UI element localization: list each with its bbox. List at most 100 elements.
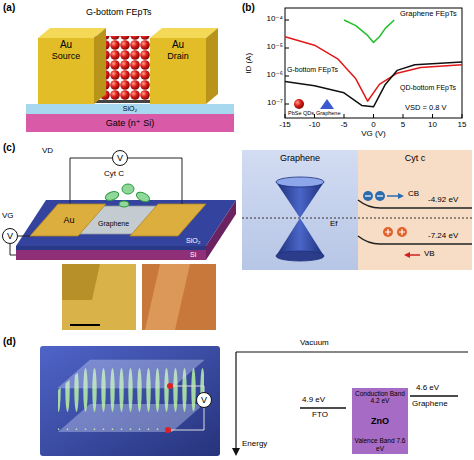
qd-bottom-curve [285,62,462,107]
device-board [16,250,206,260]
graphene-band-panel: Graphene [242,150,358,270]
drain-electrode-text: Au [172,39,184,51]
text-label: Graphene FEpTs [400,10,457,18]
drain-electrode: AuDrain [150,26,220,104]
text-label: 15 [458,121,467,130]
electrode-block [38,38,94,104]
device-board [10,158,236,260]
nanorod-device [170,386,204,392]
energy-levels [232,448,240,456]
transfer-chart [432,114,433,118]
text-label: 10⁻⁵ [267,43,283,52]
cytochrome-protein [104,184,151,207]
dirac-cone [276,218,324,256]
transfer-chart [285,8,462,118]
source-electrode-text: Au [60,39,72,51]
band-diagram [358,218,472,219]
transfer-chart [462,114,463,118]
transfer-chart [285,104,289,105]
cytc-band-panel: Cyt c [358,150,472,270]
circuit-wire [18,236,30,237]
energy-levels [232,352,468,456]
text-label: Cyt C [104,170,124,179]
nanorod-device [167,383,173,389]
energy-levels [300,407,346,409]
micrograph [62,264,136,330]
graphene-curve [344,20,394,42]
text-label: VG (V) [361,130,385,139]
band-diagram [358,150,472,270]
device-board [16,200,236,246]
panel-letter: (a) [3,2,15,13]
electrode-block [38,26,108,104]
wire [10,244,16,255]
circuit-wire [70,158,112,204]
nanorod-device [58,360,204,388]
dirac-cone [242,150,358,270]
band-diagram [377,195,383,196]
text-label: 5 [401,121,405,130]
text-label: Si [190,251,196,259]
cytochrome-protein [135,190,151,203]
oxide-layer-text: SiO₂ [123,104,137,114]
zno-band-box-text: ZnO [371,416,389,426]
cytochrome-protein [122,184,134,194]
electrode-block [94,28,106,104]
cytochrome-protein [119,201,129,207]
text-label: Graphene [98,220,129,228]
voltmeter: V [112,150,128,166]
transfer-chart [373,114,374,118]
nanorod-device [40,346,220,456]
text-label: FTO [312,411,328,420]
micrograph [62,264,216,330]
band-diagram [398,193,404,199]
zno-band-box-text: Valence Band 7.6 eV [354,437,406,452]
inset-sketch [294,99,334,109]
electrode-block [150,38,206,104]
electrode-block [206,28,218,104]
energy-levels [410,395,458,397]
gold-pad-text: Au [63,215,74,225]
panel-letter: (b) [242,2,255,13]
nanorod-device [40,346,220,456]
transfer-chart [285,48,289,49]
transfer-chart [285,76,289,77]
wire [128,158,182,204]
gold-pad [130,204,206,236]
device-board [16,246,206,250]
text-label: -10 [309,121,321,130]
text-label: -4.92 eV [428,196,458,205]
voltmeter-text: V [117,153,123,163]
dirac-cone [276,177,324,187]
inset-sketch [294,99,304,109]
wire [10,158,182,255]
transfer-chart [285,8,462,118]
oxide-layer: SiO₂ [26,104,234,114]
micrograph [142,264,216,330]
text-label: VB [424,250,435,259]
transfer-chart [285,114,286,118]
electrode-block [150,26,220,104]
band-diagram [399,229,405,235]
panel-letter: (d) [3,336,16,347]
text-label: Vacuum [300,339,329,348]
g-bottom-curve [285,37,462,101]
device-board [206,200,236,260]
transfer-chart [285,20,462,118]
voltmeter-text: V [7,231,13,241]
text-label: 0 [371,121,375,130]
text-label: Energy [242,440,267,449]
quantum-dot-film [94,100,150,103]
voltmeter: V [2,228,18,244]
transfer-chart [285,20,289,21]
text-label: -7.24 eV [428,232,458,241]
transfer-chart [314,114,315,118]
text-label: VD [42,147,53,156]
text-label: -15 [279,121,291,130]
nanorod-device [168,408,204,430]
nanorod-device [165,427,171,433]
band-diagram [365,195,371,196]
micrograph [145,264,190,330]
dirac-cone [276,251,324,261]
gate-layer-text: Gate (n⁺ Si) [106,118,154,128]
